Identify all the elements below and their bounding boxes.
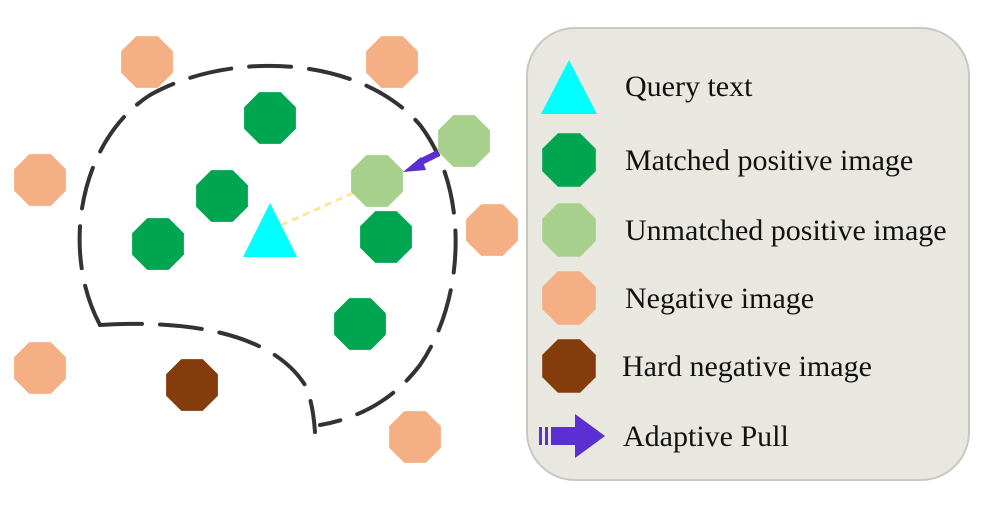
matched-positive-image-5 <box>334 298 386 350</box>
negative-image-4 <box>466 204 518 256</box>
legend-unmatched-positive-icon <box>542 203 596 257</box>
matched-positive-image-2 <box>196 170 248 222</box>
legend-matched-positive-icon <box>542 133 596 187</box>
matched-positive-image-4 <box>360 211 412 263</box>
legend-box <box>526 27 970 481</box>
negative-image-1 <box>121 36 173 88</box>
embedding-space <box>14 36 518 463</box>
unmatched-positive-image-2 <box>351 155 403 207</box>
query-text-marker <box>243 203 297 257</box>
unmatched-positive-image-1 <box>438 115 490 167</box>
legend-matched-positive-label: Matched positive image <box>625 144 913 177</box>
legend-negative-icon <box>542 271 596 325</box>
negative-image-5 <box>14 342 66 394</box>
legend-negative-label: Negative image <box>625 282 814 315</box>
legend-pull-icon <box>539 414 605 458</box>
legend: Query text Matched positive image Unmatc… <box>526 27 970 481</box>
matched-positive-image-3 <box>132 218 184 270</box>
retrieval-boundary-lower <box>98 321 317 434</box>
negative-image-3 <box>14 154 66 206</box>
legend-unmatched-positive-label: Unmatched positive image <box>625 214 947 247</box>
legend-query-label: Query text <box>625 70 753 103</box>
hard-negative-image-1 <box>166 359 218 411</box>
negative-image-2 <box>366 36 418 88</box>
negative-image-6 <box>389 411 441 463</box>
legend-pull-label: Adaptive Pull <box>623 420 789 453</box>
legend-hard-negative-icon <box>542 339 596 393</box>
retrieval-boundary <box>77 63 458 427</box>
legend-query-icon <box>541 60 597 114</box>
adaptive-pull-arrow <box>403 150 440 172</box>
legend-hard-negative-label: Hard negative image <box>622 350 872 383</box>
matched-positive-image-1 <box>244 92 296 144</box>
